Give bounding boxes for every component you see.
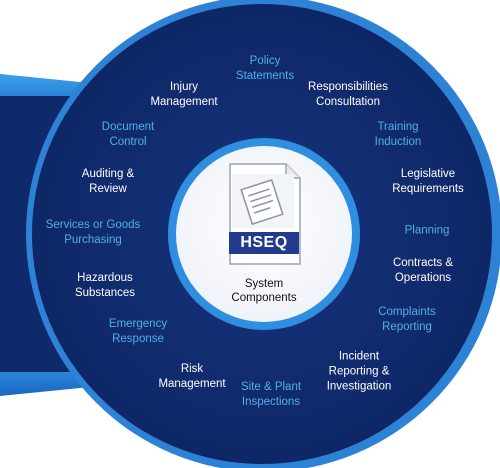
label-line: Training [377,121,419,133]
label-line: Auditing & [81,168,135,180]
label-complaints-reporting: Complaints Reporting [378,305,436,335]
label-line: Consultation [316,96,380,108]
label-line: Risk [180,363,204,375]
label-line: Responsibilities [308,81,388,93]
label-line: Hazardous [77,272,133,284]
label-line: Substances [74,287,136,299]
center-caption-line1: System [244,278,284,290]
label-line: Inspections [241,396,301,408]
label-hazardous-substances: Hazardous Substances [75,271,135,301]
center-caption: System Components [231,277,296,305]
label-line: Review [89,183,127,195]
center-caption-line2: Components [231,292,297,304]
label-line: Investigation [326,380,392,393]
label-line: Purchasing [64,234,122,246]
label-line: Site & Plant [240,381,302,393]
label-line: Policy [249,55,281,67]
label-line: Requirements [392,183,464,195]
label-line: Control [109,136,147,148]
label-injury-management: Injury Management [150,80,217,110]
label-site-plant-inspections: Site & Plant Inspections [241,380,301,410]
label-line: Document [101,121,155,133]
label-line: Emergency [108,318,168,330]
label-incident-reporting-investigation: Incident Reporting & Investigation [327,350,392,395]
label-line: Statements [235,70,295,82]
hseq-badge: HSEQ [229,232,299,254]
label-services-goods-purchasing: Services or Goods Purchasing [46,218,141,248]
label-policy-statements: Policy Statements [236,54,294,84]
label-line: Planning [404,224,450,237]
label-line: Operations [394,272,452,284]
label-line: Legislative [400,168,456,180]
label-emergency-response: Emergency Response [109,317,167,347]
label-risk-management: Risk Management [158,362,225,392]
label-line: Response [112,333,164,345]
label-responsibilities-consultation: Responsibilities Consultation [308,80,388,110]
label-line: Contracts & [392,257,454,269]
label-line: Incident [338,350,380,363]
label-auditing-review: Auditing & Review [82,167,134,197]
label-planning: Planning [405,224,450,239]
label-line: Reporting [382,321,432,333]
label-line: Injury [169,81,199,93]
label-line: Management [158,378,226,390]
label-legislative-requirements: Legislative Requirements [392,167,464,197]
label-line: Reporting & [328,365,390,378]
label-line: Induction [374,136,422,148]
label-training-induction: Training Induction [375,120,422,150]
label-line: Services or Goods [45,219,141,231]
label-line: Management [150,96,218,108]
label-line: Complaints [378,306,436,318]
label-document-control: Document Control [102,120,154,150]
label-contracts-operations: Contracts & Operations [393,256,453,286]
